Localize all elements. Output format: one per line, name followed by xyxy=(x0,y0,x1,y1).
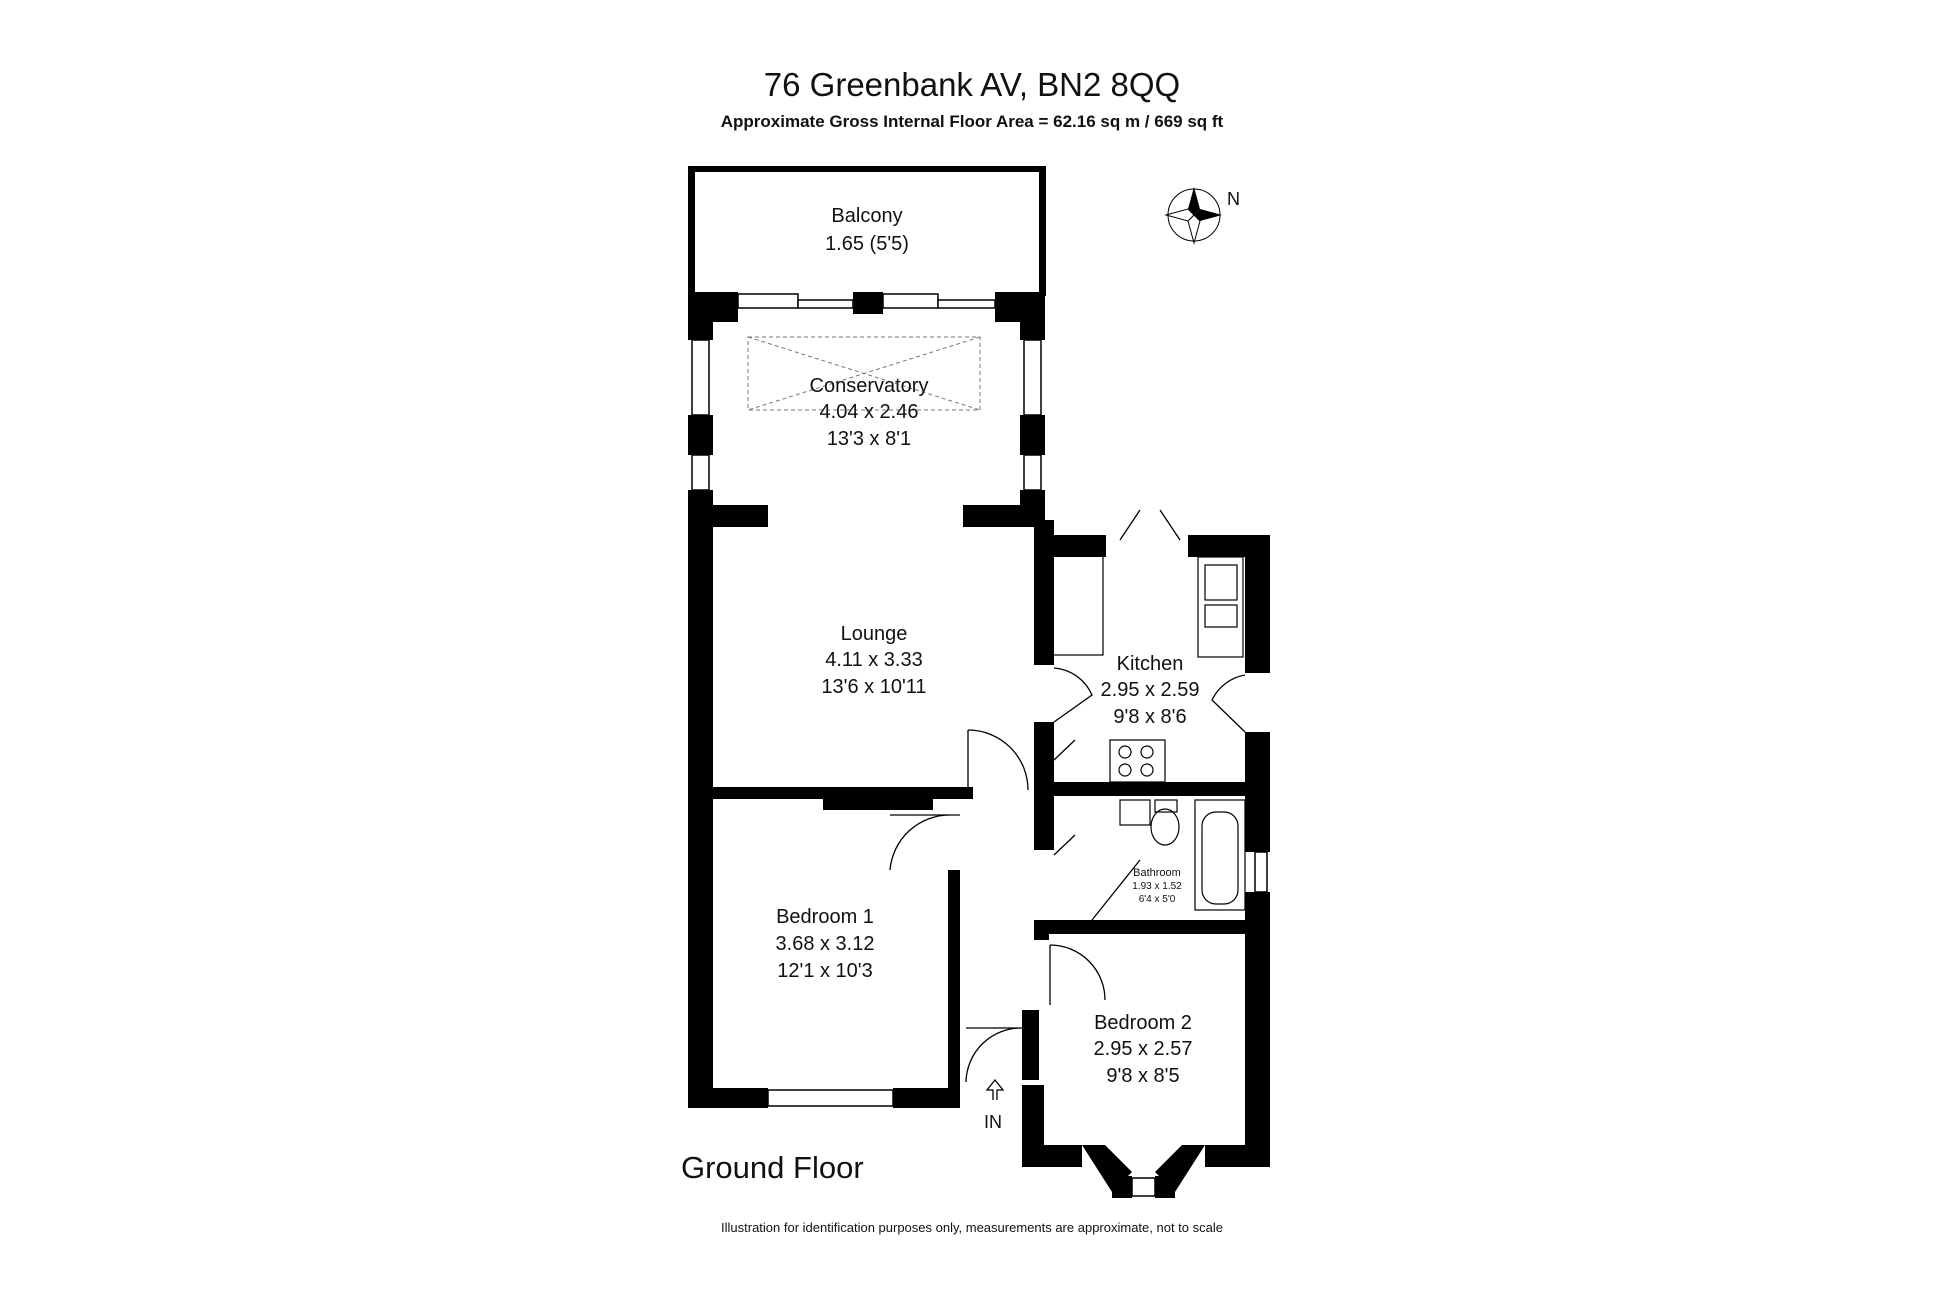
room-name: Conservatory xyxy=(810,375,929,397)
room-imperial: 9'8 x 8'5 xyxy=(1106,1065,1179,1087)
fixtures xyxy=(1047,554,1246,911)
room-name: Bathroom xyxy=(1133,867,1181,879)
room-metric: 4.04 x 2.46 xyxy=(820,401,919,423)
room-metric: 3.68 x 3.12 xyxy=(776,933,875,955)
room-metric: 2.95 x 2.57 xyxy=(1094,1038,1193,1060)
room-kitchen: Kitchen 2.95 x 2.59 9'8 x 8'6 xyxy=(1101,653,1200,728)
room-imperial: 13'3 x 8'1 xyxy=(827,428,911,450)
compass-north-label: N xyxy=(1227,189,1240,209)
room-imperial: 6'4 x 5'0 xyxy=(1139,894,1176,905)
room-metric: 4.11 x 3.33 xyxy=(825,649,922,671)
room-name: Balcony xyxy=(831,205,902,227)
roof-light xyxy=(747,336,981,411)
room-conservatory: Conservatory 4.04 x 2.46 13'3 x 8'1 xyxy=(810,375,929,450)
compass-rose-icon xyxy=(1164,187,1222,245)
room-metric: 1.93 x 1.52 xyxy=(1132,881,1182,892)
room-imperial: 13'6 x 10'11 xyxy=(821,676,926,698)
walls xyxy=(688,166,1270,1198)
room-name: Bedroom 2 xyxy=(1094,1012,1192,1034)
room-name: Bedroom 1 xyxy=(776,906,874,928)
room-balcony: Balcony 1.65 (5'5) xyxy=(825,205,909,255)
room-name: Kitchen xyxy=(1117,653,1184,675)
entrance-label: IN xyxy=(984,1112,1002,1132)
room-imperial: 9'8 x 8'6 xyxy=(1113,706,1186,728)
room-lounge: Lounge 4.11 x 3.33 13'6 x 10'11 xyxy=(821,623,926,698)
room-bedroom-1: Bedroom 1 3.68 x 3.12 12'1 x 10'3 xyxy=(776,906,875,982)
entrance-arrow-icon xyxy=(985,1078,1005,1100)
door-swings xyxy=(889,509,1246,1083)
room-metric: 2.95 x 2.59 xyxy=(1101,679,1200,701)
windows xyxy=(691,293,1268,1197)
floor-name: Ground Floor xyxy=(681,1150,864,1185)
plan-title: 76 Greenbank AV, BN2 8QQ xyxy=(763,66,1181,103)
room-bathroom: Bathroom 1.93 x 1.52 6'4 x 5'0 xyxy=(1132,867,1182,905)
room-name: Lounge xyxy=(841,623,908,645)
room-metric: 1.65 (5'5) xyxy=(825,233,909,255)
disclaimer: Illustration for identification purposes… xyxy=(721,1220,1223,1235)
room-bedroom-2: Bedroom 2 2.95 x 2.57 9'8 x 8'5 xyxy=(1094,1012,1193,1087)
room-imperial: 12'1 x 10'3 xyxy=(777,960,873,982)
floor-area-subtitle: Approximate Gross Internal Floor Area = … xyxy=(720,112,1224,131)
